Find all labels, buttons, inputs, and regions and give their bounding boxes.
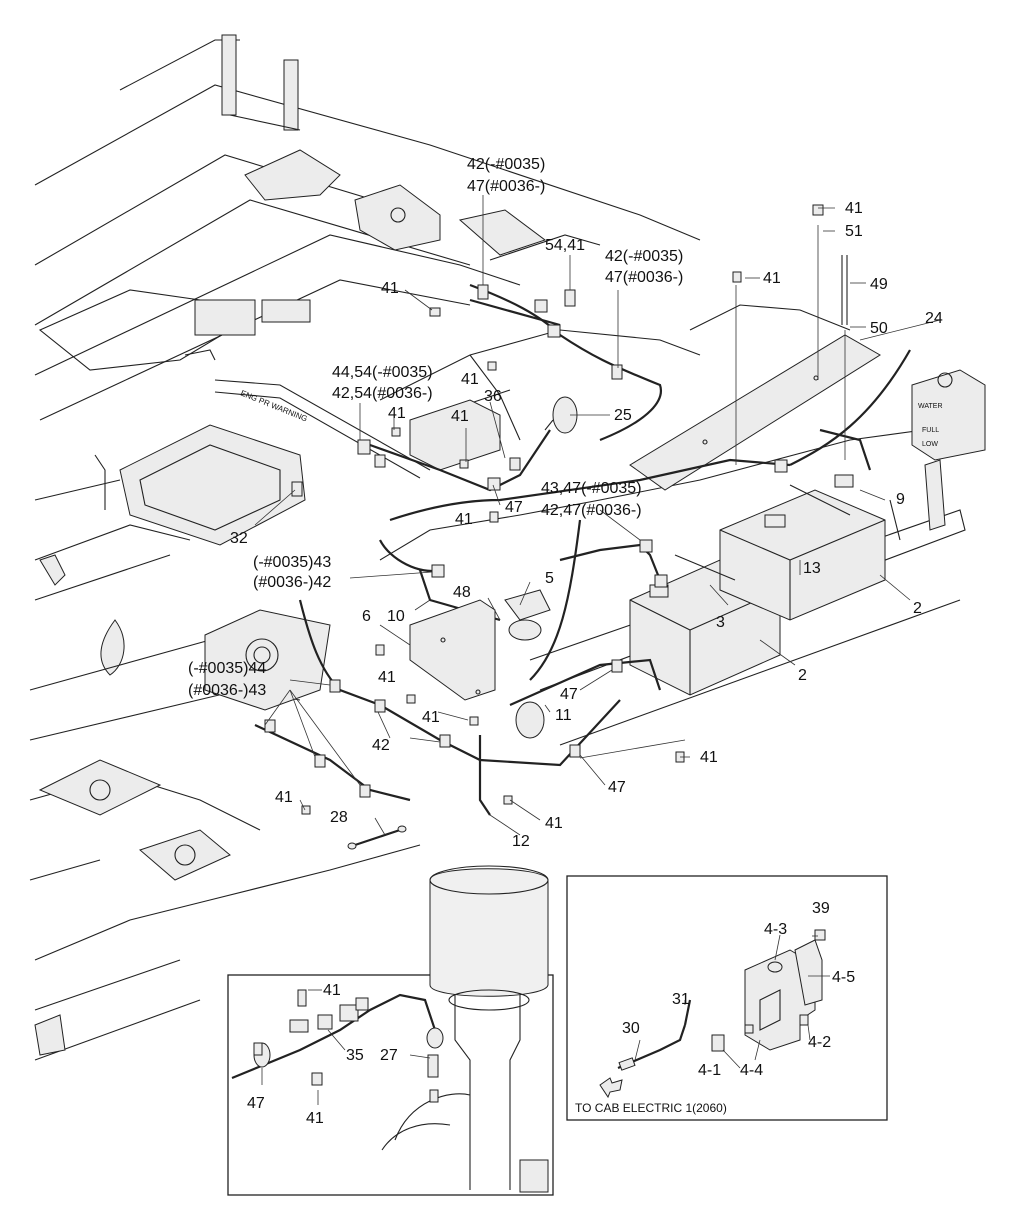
callout-5: 5 xyxy=(545,570,554,587)
callout-49: 49 xyxy=(870,276,888,293)
clamps xyxy=(264,284,788,798)
leader-lines xyxy=(254,195,941,836)
callout-36: 36 xyxy=(484,388,502,405)
callout-2-a: 2 xyxy=(913,600,922,617)
frame-text: ENG PR WARNING xyxy=(239,389,308,424)
callout-47-b: 47 xyxy=(560,686,578,703)
callout-44-43-1: (-#0035)44 xyxy=(188,660,266,677)
callout-10: 10 xyxy=(387,608,405,625)
callout-31: 31 xyxy=(672,991,690,1008)
callout-6: 6 xyxy=(362,608,371,625)
callout-41-m: 41 xyxy=(323,982,341,999)
callout-41-k: 41 xyxy=(275,789,293,806)
callout-42-47-a-1: 42(-#0035) xyxy=(467,156,545,173)
callout-43-47-2: 42,47(#0036-) xyxy=(541,502,642,519)
callout-32: 32 xyxy=(230,530,248,547)
callout-44-43-2: (#0036-)43 xyxy=(188,682,266,699)
callout-41-d: 41 xyxy=(388,405,406,422)
battery-rear xyxy=(719,474,886,621)
callout-44-54-1: 44,54(-#0035) xyxy=(332,364,433,381)
diagonal-member xyxy=(34,234,521,421)
callout-11: 11 xyxy=(555,707,572,724)
tank-text-2: FULL xyxy=(922,427,939,434)
callout-3: 3 xyxy=(716,614,725,631)
callout-12: 12 xyxy=(512,833,530,850)
callout-50: 50 xyxy=(870,320,888,337)
callout-42-47-b-2: 47(#0036-) xyxy=(605,269,683,286)
callout-41-g: 41 xyxy=(455,511,473,528)
callout-41-b: 41 xyxy=(763,270,781,287)
callout-43-42-2: (#0036-)42 xyxy=(253,574,331,591)
callout-41-c: 41 xyxy=(381,280,399,297)
callout-43-42-1: (-#0035)43 xyxy=(253,554,331,571)
callout-43-47-1: 43,47(-#0035) xyxy=(541,480,642,497)
callout-27: 27 xyxy=(380,1047,398,1064)
callout-41-top: 41 xyxy=(845,200,863,217)
cover-plate xyxy=(629,334,881,491)
callout-41-n: 41 xyxy=(306,1110,324,1127)
callout-13: 13 xyxy=(803,560,821,577)
bracket-6 xyxy=(409,599,496,701)
callout-42: 42 xyxy=(372,737,390,754)
callout-4-1: 4-1 xyxy=(698,1062,721,1079)
callout-44-54-2: 42,54(#0036-) xyxy=(332,385,433,402)
component-11 xyxy=(515,701,545,739)
callout-30: 30 xyxy=(622,1020,640,1037)
callout-47-a: 47 xyxy=(505,499,523,516)
battery-hold-bar xyxy=(674,554,736,581)
left-box xyxy=(34,424,306,676)
callout-4-5: 4-5 xyxy=(832,969,855,986)
callout-47-d: 47 xyxy=(247,1095,265,1112)
callout-41-l: 41 xyxy=(545,815,563,832)
callout-4-3: 4-3 xyxy=(764,921,787,938)
callout-41-i: 41 xyxy=(422,709,440,726)
callout-42-47-a-2: 47(#0036-) xyxy=(467,178,545,195)
upper-frame xyxy=(34,34,701,326)
callout-28: 28 xyxy=(330,809,348,826)
water-tank: WATER FULL LOW xyxy=(911,369,986,461)
callout-47-c: 47 xyxy=(608,779,626,796)
callout-2-b: 2 xyxy=(798,667,807,684)
callout-labels: 42(-#0035) 47(#0036-) 54,41 42(-#0035) 4… xyxy=(188,156,943,1127)
callout-4-2: 4-2 xyxy=(808,1034,831,1051)
lower-left-plate xyxy=(34,609,331,1056)
callout-54-41: 54,41 xyxy=(545,237,585,254)
callout-41-e: 41 xyxy=(461,371,479,388)
component-5 xyxy=(504,589,551,641)
callout-9: 9 xyxy=(896,491,905,508)
component-28 xyxy=(347,825,407,850)
callout-51: 51 xyxy=(845,223,863,240)
callout-25: 25 xyxy=(614,407,632,424)
callout-41-f: 41 xyxy=(451,408,469,425)
callout-39: 39 xyxy=(812,900,830,917)
callout-41-j: 41 xyxy=(700,749,718,766)
callout-42-47-b-1: 42(-#0035) xyxy=(605,248,683,265)
bolts xyxy=(301,204,824,815)
battery-hold-bar-rear xyxy=(789,484,851,516)
callout-4-4: 4-4 xyxy=(740,1062,763,1079)
tank-text-3: LOW xyxy=(922,441,938,448)
component-25 xyxy=(544,396,578,434)
inset-cab-electric: TO CAB ELECTRIC 1(2060) xyxy=(566,875,888,1121)
callout-24: 24 xyxy=(925,310,943,327)
cab-electric-caption: TO CAB ELECTRIC 1(2060) xyxy=(575,1101,727,1115)
callout-48: 48 xyxy=(453,584,471,601)
callout-41-h: 41 xyxy=(378,669,396,686)
callout-35: 35 xyxy=(346,1047,364,1064)
tank-text-1: WATER xyxy=(918,403,943,410)
inset-engine-sensor xyxy=(227,865,554,1196)
